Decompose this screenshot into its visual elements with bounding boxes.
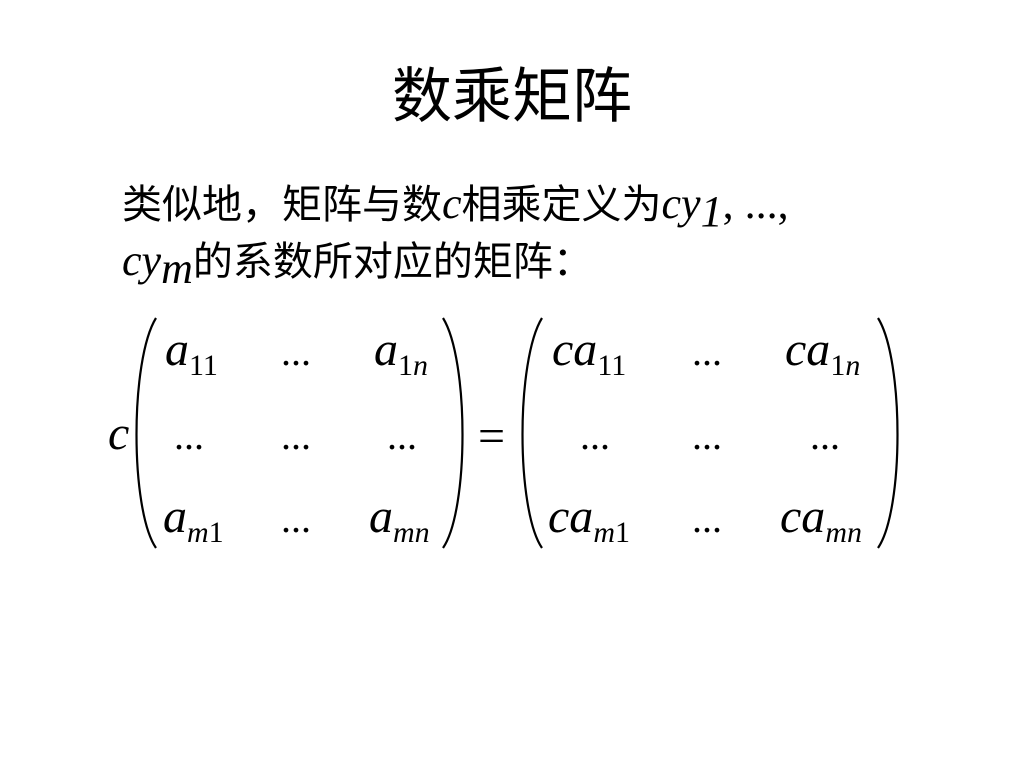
matrix-entry-ca11: ca11 xyxy=(552,323,626,382)
matrix-entry-ca1n: ca1n xyxy=(785,323,860,382)
matrix-entry-ellipsis: ... xyxy=(281,413,311,458)
ellipsis-text: , ..., xyxy=(722,179,789,228)
matrix-entry-ellipsis: ... xyxy=(692,496,722,541)
matrix-entry-amn: amn xyxy=(369,490,430,549)
var-cy: cy xyxy=(661,179,701,228)
slide-title: 数乘矩阵 xyxy=(392,62,632,132)
text-segment: 类似地，矩阵与数 xyxy=(122,182,442,228)
left-matrix-close-paren xyxy=(442,317,464,549)
matrix-entry-ellipsis: ... xyxy=(810,413,840,458)
matrix-entry-ellipsis: ... xyxy=(387,413,417,458)
matrix-entry-ellipsis: ... xyxy=(692,329,722,374)
var-cy: cy xyxy=(122,236,162,285)
matrix-entry-a11: a11 xyxy=(165,323,218,382)
definition-text: 类似地，矩阵与数c相乘定义为cy1, ..., cym的系数所对应的矩阵： xyxy=(122,176,922,293)
text-segment: 的系数所对应的矩阵： xyxy=(192,239,593,285)
matrix-entry-ellipsis: ... xyxy=(692,413,722,458)
matrix-entry-ellipsis: ... xyxy=(174,413,204,458)
definition-line-2: cym的系数所对应的矩阵： xyxy=(122,233,922,293)
equals-sign: = xyxy=(478,410,505,463)
matrix-entry-a1n: a1n xyxy=(374,323,428,382)
matrix-entry-ellipsis: ... xyxy=(281,329,311,374)
matrix-entry-ellipsis: ... xyxy=(580,413,610,458)
scalar-c: c xyxy=(442,179,462,228)
subscript-m: m xyxy=(161,244,193,293)
matrix-entry-ellipsis: ... xyxy=(281,496,311,541)
matrix-entry-am1: am1 xyxy=(163,490,224,549)
right-matrix-open-paren xyxy=(521,317,543,549)
scalar-c-symbol: c xyxy=(108,407,129,460)
definition-line-1: 类似地，矩阵与数c相乘定义为cy1, ..., xyxy=(122,176,922,236)
text-segment: 相乘定义为 xyxy=(461,182,662,228)
matrix-entry-cam1: cam1 xyxy=(548,490,630,549)
subscript-1: 1 xyxy=(700,187,723,236)
right-matrix-close-paren xyxy=(877,317,899,549)
left-matrix-open-paren xyxy=(135,317,157,549)
matrix-entry-camn: camn xyxy=(780,490,862,549)
